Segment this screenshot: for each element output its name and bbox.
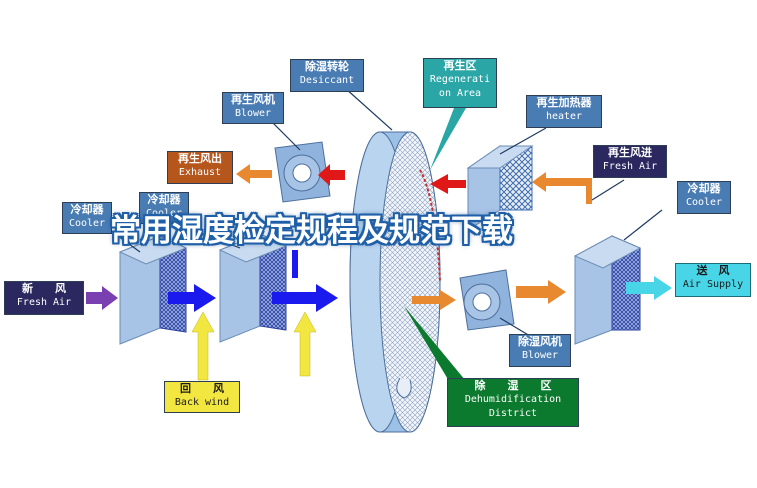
back-wind-label-zh: 回 风 (180, 382, 224, 395)
back-wind-arrow-1 (191, 311, 215, 381)
blue-arrow-2 (272, 250, 338, 312)
dehum-district-label-en: Dehumidification (464, 394, 562, 405)
cooler-right-label-en: Cooler (685, 197, 723, 208)
desiccant-label-en: Desiccant (299, 75, 355, 86)
dehum-district-label-en2: District (488, 408, 538, 419)
dehum-orange-arrow-1 (412, 290, 456, 310)
page-title: 常用湿度检定规程及规范下载 (110, 213, 513, 249)
dehum-blower-label: 除湿风机 Blower (509, 334, 571, 367)
cooler-left-label-en: Cooler (68, 218, 106, 229)
air-supply-label-zh: 送 风 (696, 264, 730, 277)
air-supply-label-en: Air Supply (682, 279, 744, 290)
fresh-air-arrow (86, 286, 118, 310)
regen-blower-label: 再生风机 Blower (222, 92, 284, 124)
back-wind-label-en: Back wind (174, 397, 230, 408)
regen-area-label-zh: 再生区 (443, 59, 477, 72)
desiccant-label: 除湿转轮 Desiccant (290, 59, 364, 92)
desiccant-label-zh: 除湿转轮 (305, 60, 349, 73)
cooler-left-label: 冷却器 Cooler (62, 202, 112, 234)
dehum-district-label: 除 湿 区 Dehumidification District (447, 378, 579, 427)
regen-area-pointer (430, 108, 466, 170)
fresh-air-in-arrow (532, 172, 592, 204)
cooler-right-label-zh: 冷却器 (687, 182, 721, 195)
regen-exhaust-label: 再生风出 Exhaust (167, 151, 233, 184)
air-supply-label: 送 风 Air Supply (675, 263, 751, 297)
regen-area-label-en: Regenerati (429, 74, 491, 85)
dehum-orange-arrow-2 (516, 280, 566, 304)
regen-area-label: 再生区 Regenerati on Area (423, 58, 497, 108)
regen-air-in-label-en: Fresh Air (602, 161, 658, 172)
cooler-left-label-zh: 冷却器 (70, 203, 104, 216)
regen-exhaust-label-en: Exhaust (178, 167, 222, 178)
cooler-right-label: 冷却器 Cooler (677, 181, 731, 214)
regen-heater-unit (466, 145, 534, 231)
fresh-air-label: 新 风 Fresh Air (4, 281, 84, 315)
back-wind-arrow-2 (293, 311, 317, 377)
desiccant-wheel (349, 131, 441, 433)
wheel-drive-icon (396, 377, 412, 399)
air-supply-arrow (626, 276, 672, 300)
cooler-mid-label-zh: 冷却器 (147, 193, 181, 206)
regen-air-in-label-zh: 再生风进 (608, 146, 652, 159)
regen-exhaust-label-zh: 再生风出 (178, 152, 222, 165)
regen-air-in-label: 再生风进 Fresh Air (593, 145, 667, 178)
dehum-blower-unit (459, 269, 515, 331)
dehum-blower-label-en: Blower (521, 350, 559, 361)
fresh-air-label-en: Fresh Air (16, 297, 72, 308)
cooler-mid-label: 冷却器 Cooler (139, 192, 189, 224)
exhaust-arrow (236, 164, 272, 184)
dehum-blower-label-zh: 除湿风机 (518, 335, 562, 348)
leader-lines (109, 87, 663, 337)
regen-blower-label-zh: 再生风机 (231, 93, 275, 106)
fresh-air-label-zh: 新 风 (22, 282, 66, 295)
dehum-district-pointer (404, 306, 470, 386)
regen-blower-label-en: Blower (234, 108, 272, 119)
blue-arrow-1 (168, 284, 216, 312)
regen-blower-unit (274, 141, 331, 203)
regen-heater-label-zh: 再生加热器 (536, 96, 592, 109)
dehum-district-label-zh: 除 湿 区 (474, 379, 552, 392)
back-wind-label: 回 风 Back wind (164, 381, 240, 413)
cooler-mid-unit (218, 233, 288, 343)
regen-heater-label-en: heater (545, 111, 583, 122)
regen-area-label-en2: on Area (438, 88, 482, 99)
cooler-mid-label-en: Cooler (145, 208, 183, 219)
regen-heater-label: 再生加热器 heater (526, 95, 602, 128)
cooler-left-unit (118, 235, 188, 345)
heater-to-wheel-red-arrow (430, 174, 466, 194)
wheel-to-blower-red-arrow (318, 164, 345, 186)
